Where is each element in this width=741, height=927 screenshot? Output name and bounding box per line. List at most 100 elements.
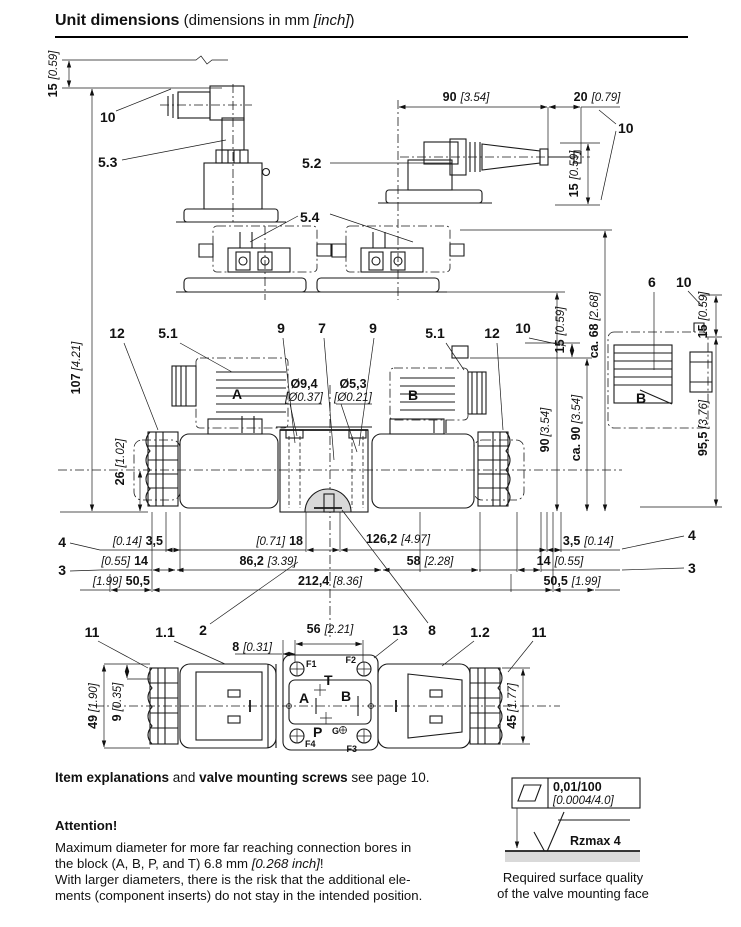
dim-95-5: 95,5[3.76] — [696, 399, 710, 456]
dim-dia-5-3-inch: [Ø0.21] — [333, 392, 373, 404]
nameplate-boss — [304, 488, 352, 513]
dim-50-5-left: [1.99]50,5 — [92, 574, 150, 588]
item-10-mid: 10 — [515, 320, 531, 336]
dim-26: 26[1.02] — [113, 438, 127, 485]
port-t-label: T — [324, 672, 333, 688]
item-explanations-note: Item explanations and valve mounting scr… — [55, 770, 430, 785]
item-9-right: 9 — [369, 320, 377, 336]
flatness-value: 0,01/100 — [553, 780, 602, 794]
item-1-2: 1.2 — [470, 624, 490, 640]
right-dimension-stack: 90[3.54] 15[0.59] ca. 90[3.54] ca. 68[2.… — [442, 229, 612, 512]
surface-caption-line2: of the valve mounting face — [497, 886, 649, 901]
dim-45: 45[1.77] — [505, 682, 519, 728]
dim-8: 8[0.31] — [232, 640, 273, 654]
item-4-left: 4 — [58, 534, 66, 550]
surface-caption-line1: Required surface quality — [503, 870, 644, 885]
port-a-label: A — [299, 690, 309, 706]
detail-view-b: 6 10 B 15[0.59] 95,5[3.76] — [607, 274, 722, 508]
dim-dia-9-4-inch: [Ø0.37] — [284, 392, 324, 404]
item-8: 8 — [428, 622, 436, 638]
item-4-right: 4 — [688, 527, 696, 543]
variant-5-4-views: 5.4 — [175, 209, 465, 300]
flatness-value-inch: [0.0004/4.0] — [552, 795, 615, 807]
roughness-value: Rzmax 4 — [570, 834, 621, 848]
attention-block: Attention! Maximum diameter for more far… — [55, 818, 455, 904]
item-2: 2 — [199, 622, 207, 638]
bore-callouts: Ø9,4 [Ø0.37] Ø5,3 [Ø0.21] — [284, 377, 373, 453]
dim-56: 56[2.21] — [307, 622, 354, 636]
port-f3-label: F3 — [346, 744, 357, 754]
dim-9: 9[0.35] — [110, 682, 124, 722]
solenoid-a-plate — [207, 418, 263, 435]
item-3-right: 3 — [688, 560, 696, 576]
dim-18: [0.71]18 — [255, 534, 303, 548]
dim-49: 49[1.90] — [86, 682, 100, 728]
dim-212-4: 212,4[8.36] — [298, 574, 363, 588]
item-3-left: 3 — [58, 562, 66, 578]
manual-override-knob-right — [473, 431, 525, 507]
dim-3-5-left: [0.14]3,5 — [112, 534, 163, 548]
dim-14-right: 14[0.55] — [537, 554, 584, 568]
dim-126-2: 126,2[4.97] — [366, 532, 431, 546]
flatness-icon — [517, 784, 542, 802]
item-12-right: 12 — [484, 325, 500, 341]
dim-dia-9-4: Ø9,4 — [290, 377, 317, 391]
dim-86-2: 86,2[3.39] — [239, 554, 297, 568]
item-11-right: 11 — [532, 624, 547, 640]
bottom-view: 49[1.90] 9[0.35] F1 F2 F3 F4 A B T P — [86, 654, 560, 754]
item-11-left: 11 — [85, 624, 100, 640]
bottom-view-item-labels: 11 1.1 2 13 8 1.2 11 8[0.31] 56[2.21] — [85, 509, 547, 673]
port-f2-label: F2 — [345, 655, 356, 665]
port-f1-label: F1 — [306, 659, 317, 669]
dim-20-top: 20[0.79] — [574, 90, 621, 104]
item-7: 7 — [318, 320, 326, 336]
item-6: 6 — [648, 274, 656, 290]
roughness-icon — [533, 811, 565, 856]
valve-housing — [276, 426, 372, 513]
mounting-face-bar — [505, 851, 640, 862]
dim-50-5-right: 50,5[1.99] — [543, 574, 601, 588]
item-1-1: 1.1 — [155, 624, 175, 640]
item-10-detail: 10 — [676, 274, 692, 290]
attention-title: Attention! — [55, 818, 118, 833]
port-g-label: G — [332, 726, 339, 736]
port-b-label: B — [341, 688, 351, 704]
port-p-label: P — [313, 724, 322, 740]
solenoid-a-tube — [179, 433, 279, 509]
dim-58: 58[2.28] — [407, 554, 454, 568]
item-5-4: 5.4 — [300, 209, 320, 225]
dim-dia-5-3: Ø5,3 — [339, 377, 366, 391]
front-view: A B 12 5.1 9 7 9 5.1 12 10 Ø9,4 [Ø0.37] … — [58, 320, 622, 640]
coil-a-view: A — [171, 357, 289, 433]
attention-line-2: the block (A, B, P, and T) 6.8 mm [0.268… — [55, 856, 324, 871]
manual-override-knob-left — [133, 431, 181, 507]
item-5-1-left: 5.1 — [158, 325, 178, 341]
solenoid-b-tube — [371, 433, 475, 509]
left-dimension-stack: 107[4.21] 26[1.02] — [60, 88, 148, 513]
dim-90-right: 90[3.54] — [538, 407, 552, 452]
item-10-top-right: 10 — [618, 120, 634, 136]
dim-14-left: [0.55]14 — [100, 554, 148, 568]
page-title-bold: Unit dimensions — [55, 12, 180, 29]
item-12-left: 12 — [109, 325, 125, 341]
port-face: F1 F2 F3 F4 A B T P G — [282, 654, 379, 754]
port-f4-label: F4 — [305, 739, 316, 749]
variant-5-2-view: 90[3.54] 20[0.79] 10 5.2 15[0.59] — [302, 90, 634, 300]
coil-b-view: B — [389, 345, 487, 433]
bottom-knob-right — [469, 667, 503, 745]
coil-a-letter: A — [232, 386, 242, 402]
coil-b-letter: B — [408, 387, 418, 403]
dim-15-top-left: 15[0.59] — [46, 50, 60, 97]
solenoid-b-plate — [389, 418, 445, 435]
dim-ca90: ca. 90[3.54] — [569, 394, 583, 461]
bottom-dimension-rows: [0.14]3,5 [0.71]18 126,2[4.97] 3,5[0.14]… — [58, 512, 696, 593]
surface-quality-symbol: 0,01/100 [0.0004/4.0] Rzmax 4 Required s… — [497, 777, 649, 901]
page-title: Unit dimensions (dimensions in mm [inch]… — [55, 12, 688, 38]
dim-107: 107[4.21] — [69, 341, 83, 394]
item-13: 13 — [392, 622, 408, 638]
item-5-1-right: 5.1 — [425, 325, 445, 341]
detail-port-b: B — [636, 390, 646, 406]
dim-ca68: ca. 68[2.68] — [587, 291, 601, 358]
dim-15-mid-right: 15[0.59] — [553, 306, 567, 353]
